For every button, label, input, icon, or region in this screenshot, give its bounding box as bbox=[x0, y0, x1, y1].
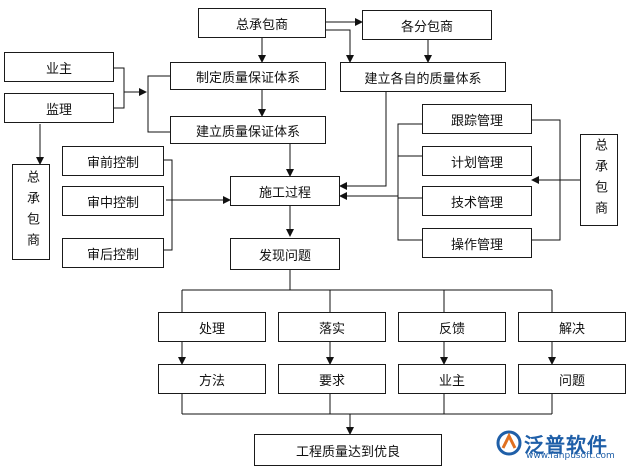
node-main-contractor: 总承包商 bbox=[198, 8, 326, 38]
node-implement: 落实 bbox=[278, 312, 386, 342]
node-formulate-system: 制定质量保证体系 bbox=[170, 62, 326, 90]
node-feedback: 反馈 bbox=[398, 312, 506, 342]
bracket-formulate-establish bbox=[147, 75, 170, 133]
node-technical: 技术管理 bbox=[422, 186, 532, 216]
node-operation: 操作管理 bbox=[422, 228, 532, 258]
node-method: 方法 bbox=[158, 364, 266, 394]
vertical-text: 总承包商 bbox=[592, 138, 607, 222]
node-pre-control: 审前控制 bbox=[62, 146, 164, 176]
node-owner-bottom: 业主 bbox=[398, 364, 506, 394]
node-owner: 业主 bbox=[4, 52, 114, 82]
node-problem: 问题 bbox=[518, 364, 626, 394]
node-resolve: 解决 bbox=[518, 312, 626, 342]
fanpu-logo-icon bbox=[496, 430, 522, 456]
bracket-management bbox=[397, 123, 422, 241]
node-handle: 处理 bbox=[158, 312, 266, 342]
node-subcontractors: 各分包商 bbox=[362, 10, 492, 40]
node-planning: 计划管理 bbox=[422, 146, 532, 176]
node-establish-system: 建立质量保证体系 bbox=[170, 116, 326, 144]
vertical-text: 总承包商 bbox=[24, 170, 39, 254]
node-requirement: 要求 bbox=[278, 364, 386, 394]
node-tracking: 跟踪管理 bbox=[422, 104, 532, 134]
arrow-main-to-own bbox=[326, 29, 354, 63]
node-discover-problems: 发现问题 bbox=[230, 238, 340, 270]
arrow-own-to-construction bbox=[339, 92, 387, 190]
bracket-controls bbox=[164, 159, 173, 251]
bracket-owner-supervisor bbox=[114, 67, 125, 109]
node-final: 工程质量达到优良 bbox=[254, 434, 442, 466]
node-construction: 施工过程 bbox=[230, 176, 340, 206]
node-build-own-system: 建立各自的质量体系 bbox=[340, 62, 506, 92]
node-main-contractor-left: 总承包商 bbox=[12, 164, 50, 260]
logo-url: www.fanpusoft.com bbox=[526, 451, 615, 461]
node-mid-control: 审中控制 bbox=[62, 186, 164, 216]
fanpu-logo: 泛普软件 www.fanpusoft.com bbox=[494, 421, 624, 465]
logo-name: 泛普软件 bbox=[524, 432, 608, 457]
node-post-control: 审后控制 bbox=[62, 238, 164, 268]
node-supervisor: 监理 bbox=[4, 93, 114, 123]
bracket-management-right bbox=[532, 119, 561, 241]
node-main-contractor-right: 总承包商 bbox=[580, 134, 618, 226]
